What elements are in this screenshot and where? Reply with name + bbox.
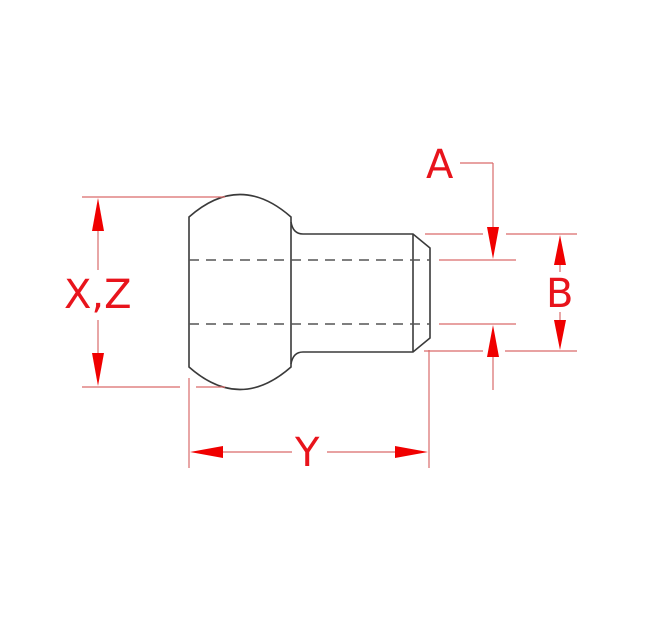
arrowheads xyxy=(92,198,566,458)
xz-arrow-up-icon xyxy=(92,198,104,231)
label-b: B xyxy=(546,271,573,317)
ball-head xyxy=(188,193,292,391)
label-xz: X,Z xyxy=(64,272,132,318)
hidden-bore-lines xyxy=(189,259,430,325)
y-arrow-left-icon xyxy=(190,446,223,458)
dimension-lines xyxy=(82,162,577,468)
label-y: Y xyxy=(294,430,320,476)
shank xyxy=(290,221,431,365)
b-arrow-up-icon xyxy=(554,235,566,265)
xz-arrow-down-icon xyxy=(92,353,104,386)
label-a: A xyxy=(426,142,454,188)
y-arrow-right-icon xyxy=(395,446,428,458)
b-arrow-down-icon xyxy=(554,320,566,350)
a-arrow-up-icon xyxy=(487,325,499,357)
part-outline xyxy=(188,193,431,391)
a-arrow-down-icon xyxy=(487,227,499,259)
